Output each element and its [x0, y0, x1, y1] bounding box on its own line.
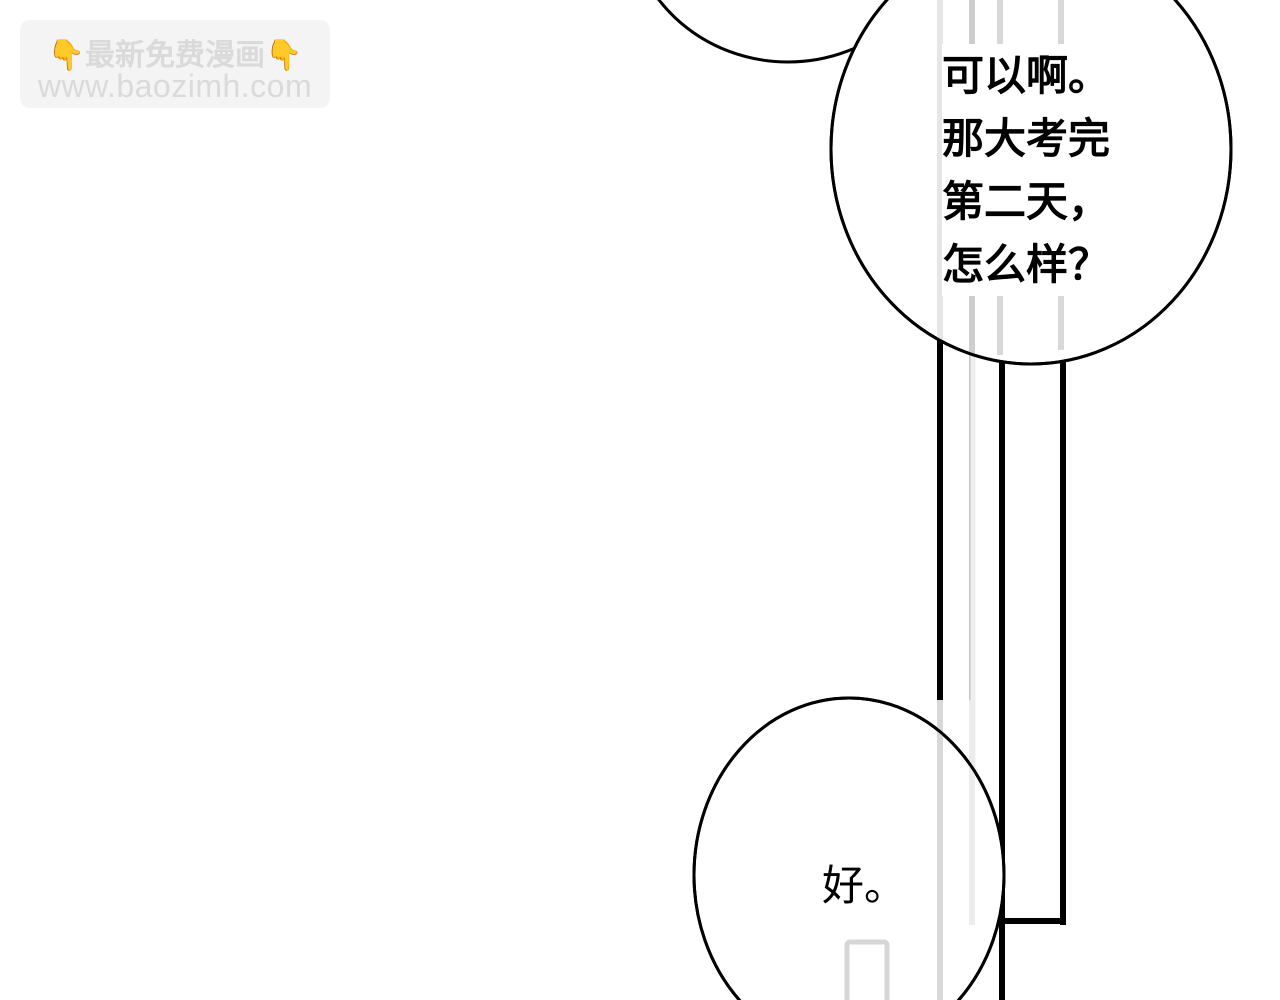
- black-line: [937, 340, 943, 940]
- speech-text-right: 可以啊。 那大考完 第二天， 怎么样？: [942, 44, 1111, 296]
- watermark-banner: 👇最新免费漫画👇 www.baozimh.com: [20, 20, 330, 108]
- watermark-url: www.baozimh.com: [37, 68, 313, 104]
- pointing-down-icon: 👇: [265, 38, 303, 73]
- pointing-down-icon: 👇: [47, 38, 85, 73]
- speech-bubble-top-left: [657, 0, 919, 64]
- watermark-title: 👇最新免费漫画👇: [47, 38, 303, 73]
- speech-text-bottom: 好。: [822, 861, 907, 910]
